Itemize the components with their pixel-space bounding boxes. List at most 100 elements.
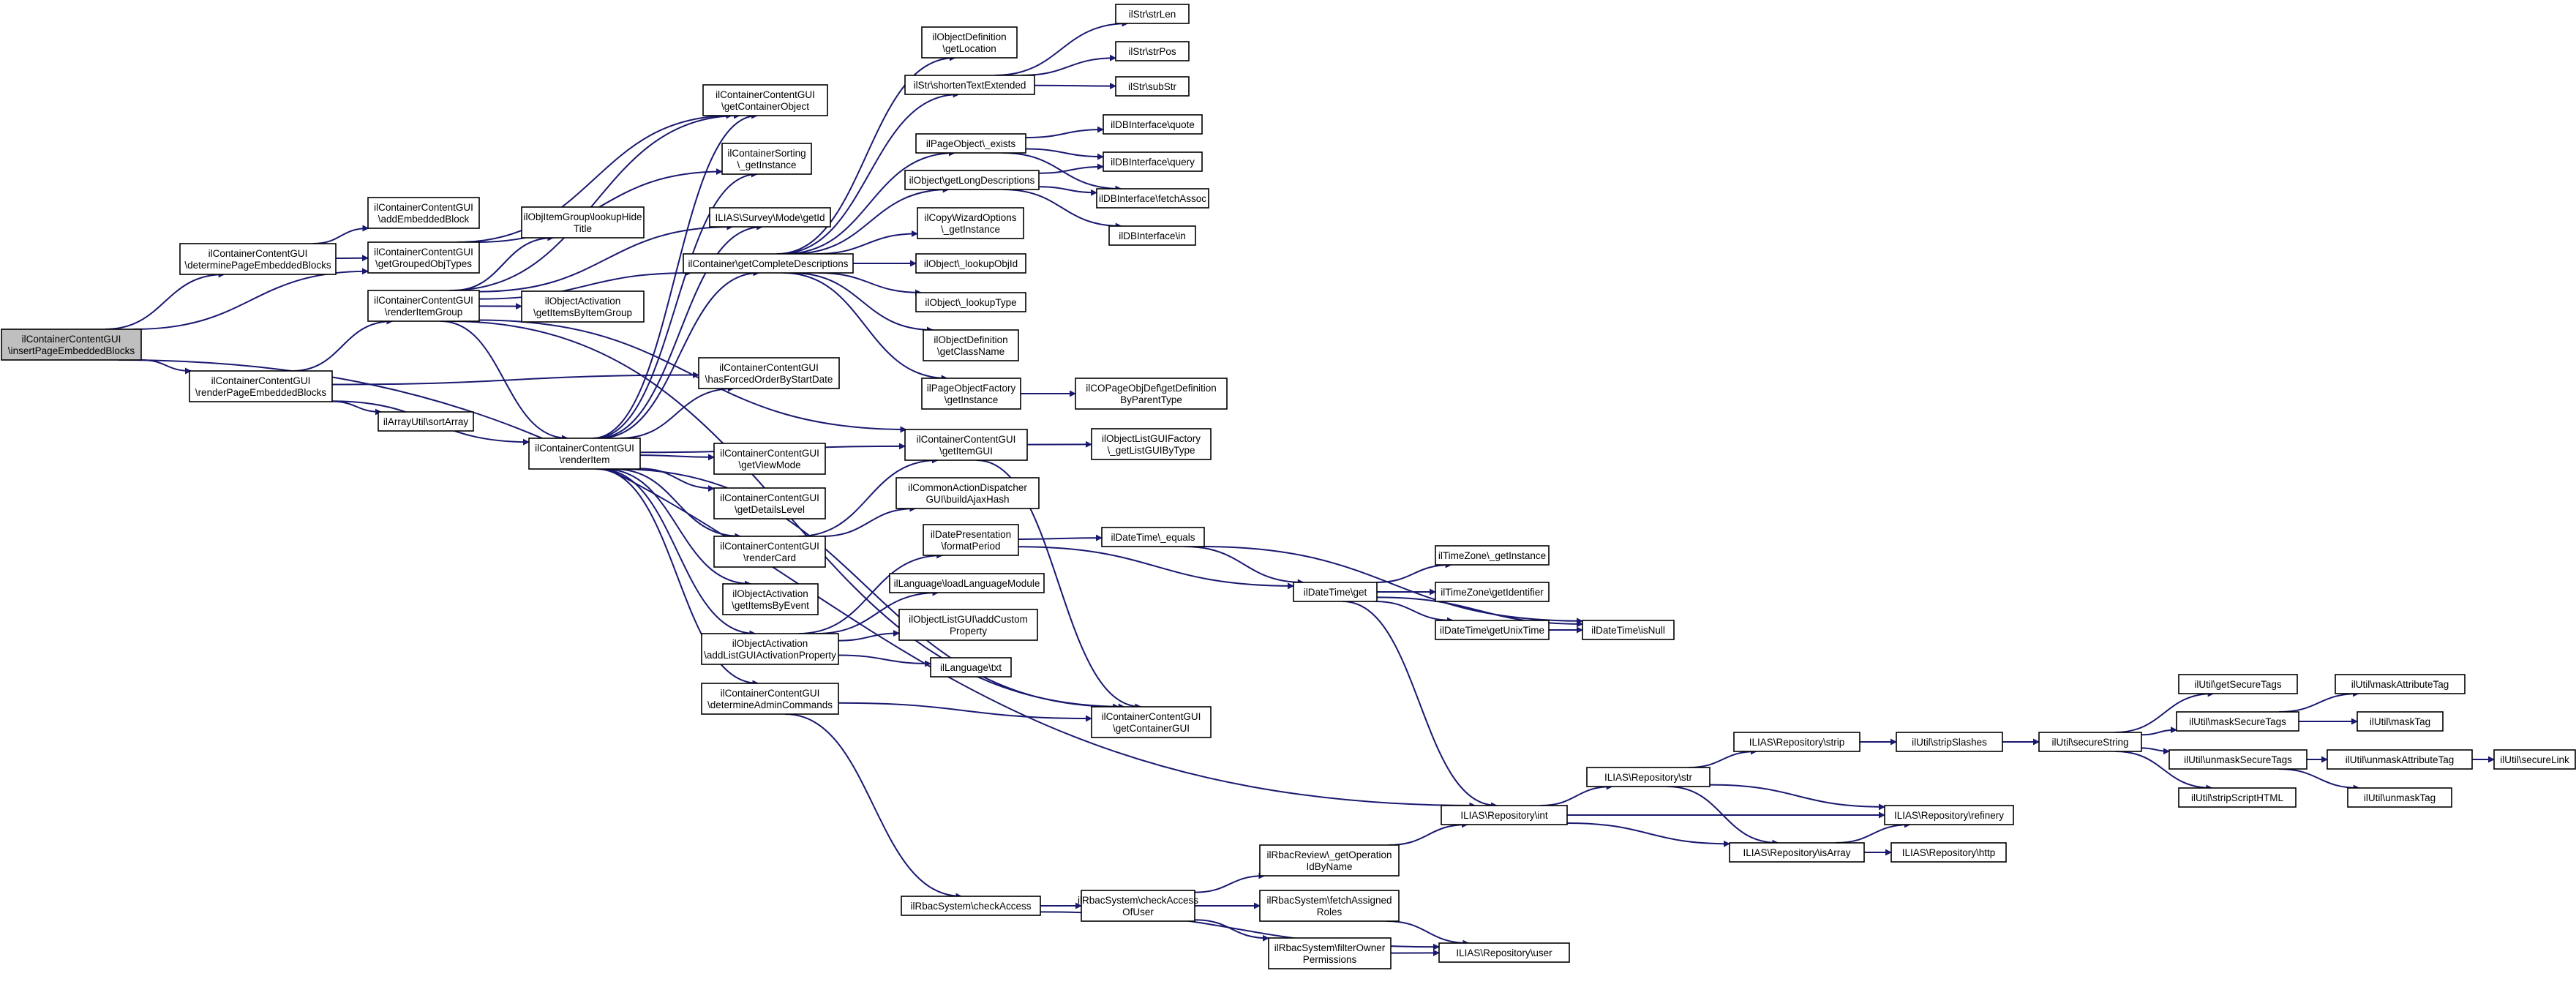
node-box bbox=[2335, 674, 2466, 694]
node-getDetailsLevel[interactable]: ilContainerContentGUI\getDetailsLevel bbox=[713, 487, 826, 519]
node-unixTime[interactable]: ilDateTime\getUnixTime bbox=[1435, 620, 1550, 640]
node-label: ilDateTime\isNull bbox=[1591, 625, 1665, 636]
node-label: ilObject\getLongDescriptions bbox=[909, 175, 1035, 186]
node-loadLang[interactable]: ilLanguage\loadLanguageModule bbox=[889, 573, 1045, 593]
node-repoStr[interactable]: ILIAS\Repository\str bbox=[1586, 767, 1711, 787]
node-dateGet[interactable]: ilDateTime\get bbox=[1293, 582, 1378, 602]
edge-renderItem-to-getViewMode bbox=[639, 454, 715, 461]
node-label: ilPageObject\_exists bbox=[926, 138, 1016, 149]
node-copyWizard[interactable]: ilCopyWizardOptions\_getInstance bbox=[917, 207, 1024, 239]
node-repoStrip[interactable]: ILIAS\Repository\strip bbox=[1733, 732, 1860, 752]
node-layer: ilContainerContentGUI\insertPageEmbedded… bbox=[1, 4, 2576, 969]
node-label: ilContainerContentGUI bbox=[374, 247, 473, 258]
node-tzInstance[interactable]: ilTimeZone\_getInstance bbox=[1435, 545, 1550, 566]
node-secureLink[interactable]: ilUtil\secureLink bbox=[2493, 749, 2576, 770]
node-maskSecureTags[interactable]: ilUtil\maskSecureTags bbox=[2176, 711, 2299, 732]
node-label: ILIAS\Repository\int bbox=[1460, 810, 1548, 821]
node-box bbox=[1586, 767, 1711, 787]
node-sortingInstance[interactable]: ilContainerSorting\_getInstance bbox=[721, 143, 812, 175]
node-repoRefinery[interactable]: ILIAS\Repository\refinery bbox=[1884, 805, 2014, 825]
node-stripScript[interactable]: ilUtil\stripScriptHTML bbox=[2178, 787, 2297, 808]
node-tzIdentifier[interactable]: ilTimeZone\getIdentifier bbox=[1435, 582, 1550, 602]
node-pageExists[interactable]: ilPageObject\_exists bbox=[915, 133, 1026, 154]
node-label: ilLanguage\txt bbox=[940, 662, 1002, 673]
node-strPos[interactable]: ilStr\strPos bbox=[1115, 41, 1190, 61]
node-maskTag[interactable]: ilUtil\maskTag bbox=[2357, 711, 2444, 732]
node-renderPage[interactable]: ilContainerContentGUI\renderPageEmbedded… bbox=[189, 370, 333, 402]
node-strLen[interactable]: ilStr\strLen bbox=[1115, 4, 1190, 24]
edge-renderItem-to-forcedOrder bbox=[620, 385, 735, 439]
node-sortArray[interactable]: ilArrayUtil\sortArray bbox=[378, 411, 474, 432]
node-box bbox=[1435, 582, 1550, 602]
node-dateIsNull[interactable]: ilDateTime\isNull bbox=[1582, 620, 1675, 640]
node-listGUIFactory[interactable]: ilObjectListGUIFactory\_getListGUIByType bbox=[1091, 428, 1212, 460]
node-completeDesc[interactable]: ilContainer\getCompleteDescriptions bbox=[683, 253, 854, 274]
node-addListGUI[interactable]: ilObjectActivation\addListGUIActivationP… bbox=[701, 633, 839, 665]
node-root[interactable]: ilContainerContentGUI\insertPageEmbedded… bbox=[1, 329, 142, 361]
node-determinePage[interactable]: ilContainerContentGUI\determinePageEmbed… bbox=[179, 243, 337, 275]
node-unmaskSecureTags[interactable]: ilUtil\unmaskSecureTags bbox=[2168, 749, 2307, 770]
node-maskAttrTag[interactable]: ilUtil\maskAttributeTag bbox=[2335, 674, 2466, 694]
node-langTxt[interactable]: ilLanguage\txt bbox=[930, 657, 1012, 678]
node-defLocation[interactable]: ilObjectDefinition\getLocation bbox=[921, 26, 1018, 59]
node-repoInt[interactable]: ILIAS\Repository\int bbox=[1441, 805, 1568, 825]
node-dbQuote[interactable]: ilDBInterface\quote bbox=[1103, 114, 1203, 135]
node-surveyModeId[interactable]: ILIAS\Survey\Mode\getId bbox=[709, 207, 831, 228]
node-unmaskTag[interactable]: ilUtil\unmaskTag bbox=[2347, 787, 2452, 808]
node-dbIn[interactable]: ilDBInterface\in bbox=[1108, 225, 1196, 246]
edge-dateEquals-to-dateIsNull bbox=[1201, 546, 1583, 625]
node-longDesc[interactable]: ilObject\getLongDescriptions bbox=[904, 170, 1040, 190]
node-rbacCheck[interactable]: ilRbacSystem\checkAccess bbox=[901, 896, 1041, 916]
node-dbFetch[interactable]: ilDBInterface\fetchAssoc bbox=[1096, 188, 1209, 209]
node-getContainerObject[interactable]: ilContainerContentGUI\getContainerObject bbox=[702, 84, 828, 116]
node-label: Permissions bbox=[1303, 954, 1357, 965]
node-actItemsByGroup[interactable]: ilObjectActivation\getItemsByItemGroup bbox=[521, 290, 645, 323]
node-label: ilUtil\unmaskTag bbox=[2364, 792, 2436, 803]
node-renderItemGroup[interactable]: ilContainerContentGUI\renderItemGroup bbox=[367, 290, 480, 322]
node-getViewMode[interactable]: ilContainerContentGUI\getViewMode bbox=[713, 443, 826, 475]
node-getGrouped[interactable]: ilContainerContentGUI\getGroupedObjTypes bbox=[367, 241, 480, 274]
node-renderCard[interactable]: ilContainerContentGUI\renderCard bbox=[713, 536, 826, 568]
node-dateEquals[interactable]: ilDateTime\_equals bbox=[1101, 527, 1205, 547]
edge-shortenText-to-strPos bbox=[1021, 54, 1116, 76]
node-addEmbedded[interactable]: ilContainerContentGUI\addEmbeddedBlock bbox=[367, 197, 480, 229]
node-actItemsByEvent[interactable]: ilObjectActivation\getItemsByEvent bbox=[722, 583, 819, 615]
node-box bbox=[930, 657, 1012, 678]
node-lookupObjId[interactable]: ilObject\_lookupObjId bbox=[915, 253, 1026, 274]
node-getContainerGUI[interactable]: ilContainerContentGUI\getContainerGUI bbox=[1091, 706, 1212, 738]
node-lookupType[interactable]: ilObject\_lookupType bbox=[915, 292, 1026, 312]
node-className[interactable]: ilObjectDefinition\getClassName bbox=[923, 329, 1019, 361]
node-adminCommands[interactable]: ilContainerContentGUI\determineAdminComm… bbox=[701, 683, 839, 715]
node-ajaxHash[interactable]: ilCommonActionDispatcherGUI\buildAjaxHas… bbox=[895, 477, 1040, 509]
node-getSecureTags[interactable]: ilUtil\getSecureTags bbox=[2178, 674, 2298, 694]
node-repoUser[interactable]: ILIAS\Repository\user bbox=[1438, 942, 1570, 963]
node-shortenText[interactable]: ilStr\shortenTextExtended bbox=[904, 75, 1035, 95]
node-forcedOrder[interactable]: ilContainerContentGUI\hasForcedOrderBySt… bbox=[698, 357, 840, 389]
node-label: ilObject\_lookupType bbox=[925, 297, 1016, 308]
node-getItemGUI[interactable]: ilContainerContentGUI\getItemGUI bbox=[904, 429, 1028, 461]
edge-longDesc-to-dbFetch bbox=[1038, 186, 1097, 196]
node-pageFactory[interactable]: ilPageObjectFactory\getInstance bbox=[921, 378, 1021, 410]
node-stripSlashes[interactable]: ilUtil\stripSlashes bbox=[1896, 732, 2003, 752]
edge-adminCommands-to-getContainerGUI bbox=[838, 702, 1092, 722]
node-repoHttp[interactable]: ILIAS\Repository\http bbox=[1890, 842, 2007, 863]
node-label: \formatPeriod bbox=[941, 541, 1000, 552]
node-secureString[interactable]: ilUtil\secureString bbox=[2038, 732, 2142, 752]
edge-completeDesc-to-copyWizard bbox=[816, 230, 918, 255]
node-subStr[interactable]: ilStr\subStr bbox=[1115, 76, 1190, 97]
node-unmaskAttrTag[interactable]: ilUtil\unmaskAttributeTag bbox=[2327, 749, 2473, 770]
node-dbQuery[interactable]: ilDBInterface\query bbox=[1103, 151, 1203, 172]
node-box bbox=[1115, 76, 1190, 97]
node-box bbox=[713, 536, 826, 568]
node-formatPeriod[interactable]: ilDatePresentation\formatPeriod bbox=[923, 524, 1019, 556]
node-repoIsArray[interactable]: ILIAS\Repository\isArray bbox=[1729, 842, 1865, 863]
node-renderItem[interactable]: ilContainerContentGUI\renderItem bbox=[528, 438, 641, 470]
node-box bbox=[2493, 749, 2576, 770]
